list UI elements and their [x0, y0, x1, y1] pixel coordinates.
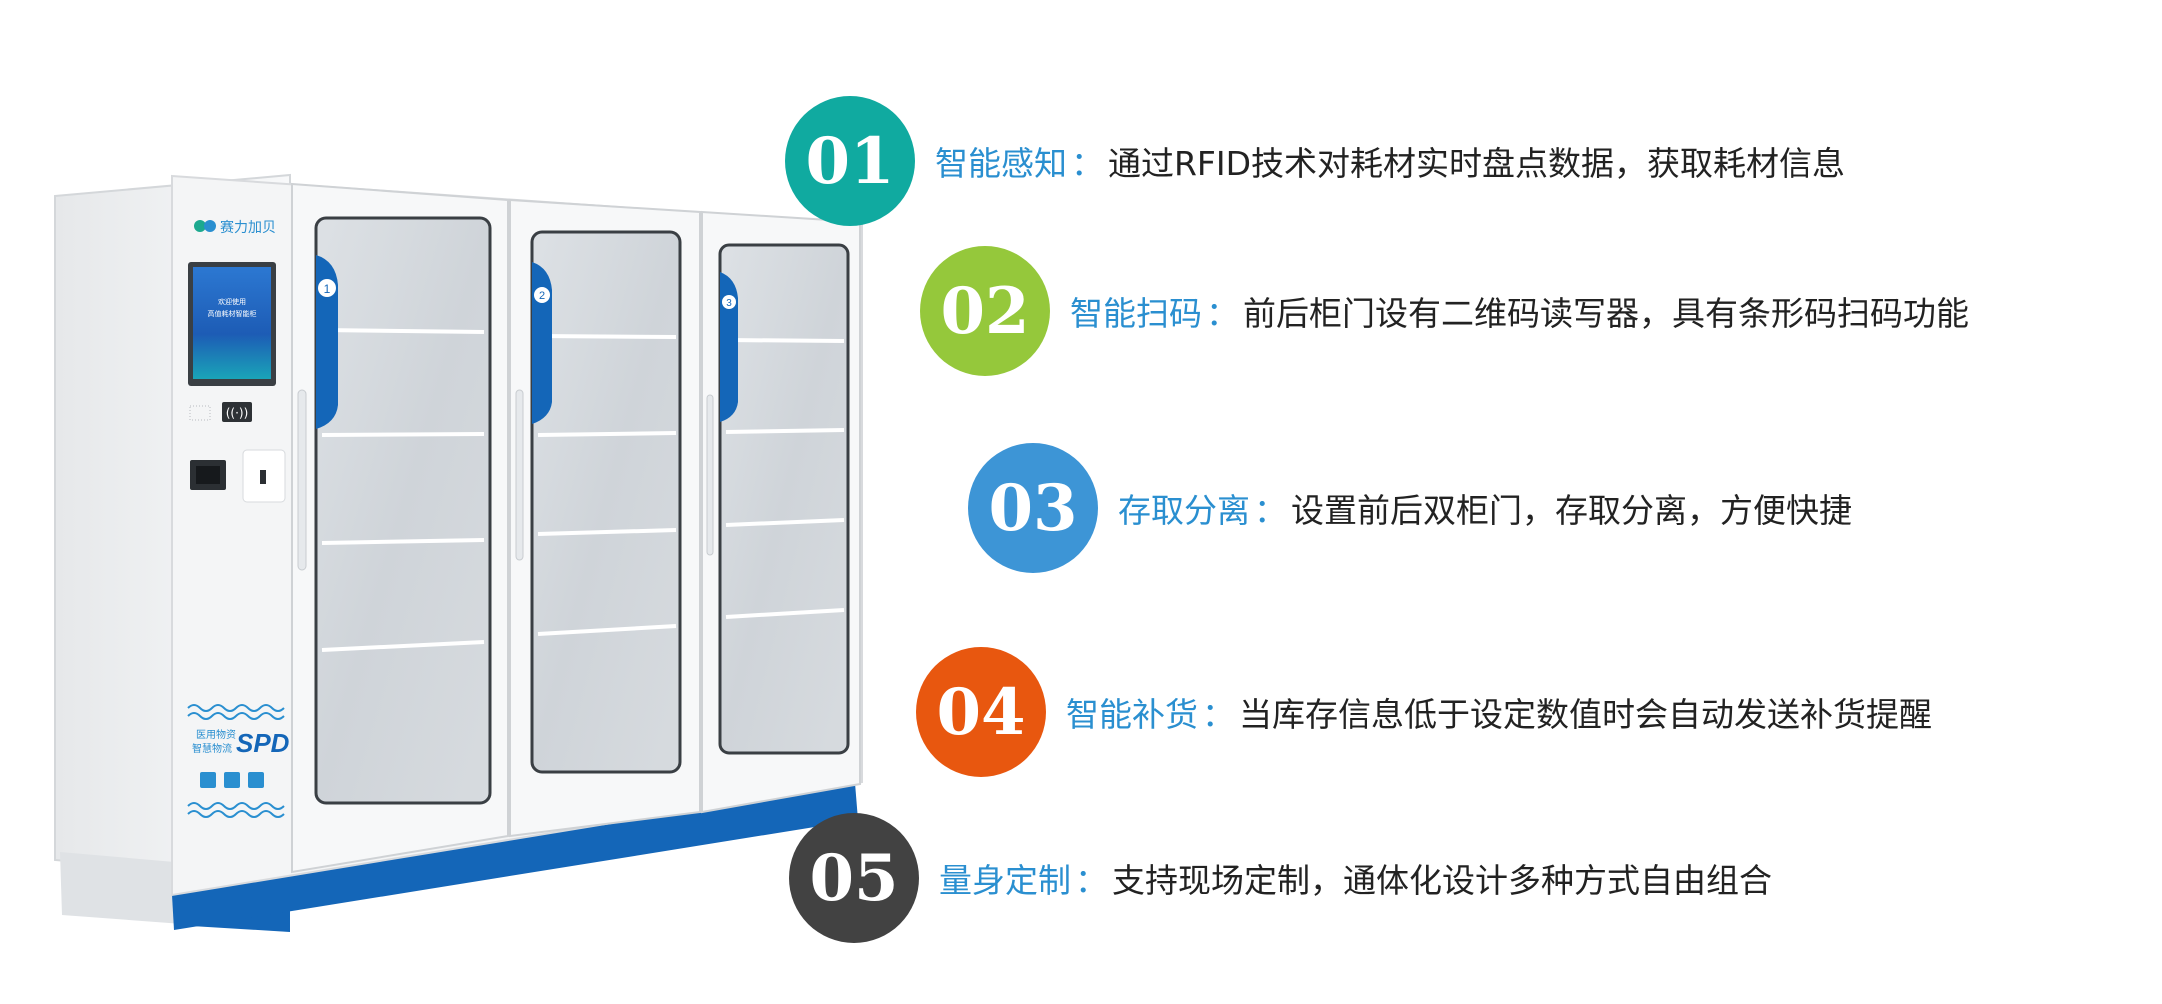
feature-colon-04: ：: [1202, 695, 1235, 734]
spd-logo-text: SPD: [236, 728, 290, 758]
feature-number-04: 04: [936, 674, 1026, 750]
screen-welcome-line2: 高值耗材智能柜: [208, 309, 257, 318]
feature-colon-05: ：: [1075, 861, 1108, 900]
feature-colon-03: ：: [1254, 491, 1287, 530]
brand-logo: 赛力加贝: [194, 219, 276, 235]
feature-badge-03: 03: [968, 443, 1098, 573]
feature-desc-03: 设置前后双柜门，存取分离，方便快捷: [1291, 491, 1852, 530]
feature-item-04: 04 智能补货：当库存信息低于设定数值时会自动发送补货提醒: [916, 647, 1932, 777]
feature-number-03: 03: [988, 470, 1078, 546]
feature-badge-02: 02: [920, 246, 1050, 376]
card-reader-icon: [190, 460, 226, 490]
feature-text-05: 量身定制：支持现场定制，通体化设计多种方式自由组合: [939, 854, 1772, 902]
feature-desc-05: 支持现场定制，通体化设计多种方式自由组合: [1112, 861, 1772, 900]
feature-item-01: 01 智能感知：通过RFID技术对耗材实时盘点数据，获取耗材信息: [785, 96, 1845, 226]
door-number-2: 2: [539, 290, 545, 302]
feature-number-05: 05: [809, 840, 899, 916]
screen-welcome-line1: 欢迎使用: [218, 297, 246, 306]
feature-text-01: 智能感知：通过RFID技术对耗材实时盘点数据，获取耗材信息: [935, 137, 1845, 185]
nfc-reader-icon: ((·)): [222, 402, 252, 422]
feature-text-04: 智能补货：当库存信息低于设定数值时会自动发送补货提醒: [1066, 688, 1932, 736]
barcode-scanner-icon: [242, 449, 286, 503]
feature-title-02: 智能扫码: [1070, 294, 1202, 333]
door-number-1: 1: [324, 282, 331, 296]
spd-logo-area: 医用物资 智慧物流 SPD: [187, 704, 290, 818]
cabinet-door-3: 3: [701, 210, 861, 814]
feature-colon-02: ：: [1206, 294, 1239, 333]
feature-badge-04: 04: [916, 647, 1046, 777]
door-number-3: 3: [726, 298, 732, 309]
feature-title-05: 量身定制: [939, 861, 1071, 900]
feature-number-01: 01: [805, 123, 895, 199]
feature-title-04: 智能补货: [1066, 695, 1198, 734]
cabinet-base-stripe: [172, 783, 858, 930]
svg-text:((·)): ((·)): [226, 406, 249, 420]
feature-badge-05: 05: [789, 813, 919, 943]
brand-name: 赛力加贝: [220, 219, 276, 235]
feature-desc-01: 通过RFID技术对耗材实时盘点数据，获取耗材信息: [1108, 144, 1846, 183]
feature-item-02: 02 智能扫码：前后柜门设有二维码读写器，具有条形码扫码功能: [920, 246, 1969, 376]
touch-screen: 欢迎使用 高值耗材智能柜: [188, 262, 276, 386]
feature-number-02: 02: [940, 273, 1030, 349]
feature-item-05: 05 量身定制：支持现场定制，通体化设计多种方式自由组合: [789, 813, 1772, 943]
spd-caption-line1: 医用物资: [196, 728, 236, 741]
speaker-grille-icon: [189, 405, 211, 421]
cabinet-door-2: 2: [509, 198, 701, 838]
spd-caption-line2: 智慧物流: [192, 742, 232, 755]
feature-desc-04: 当库存信息低于设定数值时会自动发送补货提醒: [1239, 695, 1932, 734]
feature-text-02: 智能扫码：前后柜门设有二维码读写器，具有条形码扫码功能: [1070, 287, 1969, 335]
feature-title-01: 智能感知: [935, 144, 1067, 183]
feature-text-03: 存取分离：设置前后双柜门，存取分离，方便快捷: [1118, 484, 1852, 532]
feature-badge-01: 01: [785, 96, 915, 226]
feature-item-03: 03 存取分离：设置前后双柜门，存取分离，方便快捷: [968, 443, 1852, 573]
feature-title-03: 存取分离: [1118, 491, 1250, 530]
feature-colon-01: ：: [1071, 144, 1104, 183]
cabinet-door-1: 1: [291, 182, 509, 874]
feature-desc-02: 前后柜门设有二维码读写器，具有条形码扫码功能: [1243, 294, 1969, 333]
